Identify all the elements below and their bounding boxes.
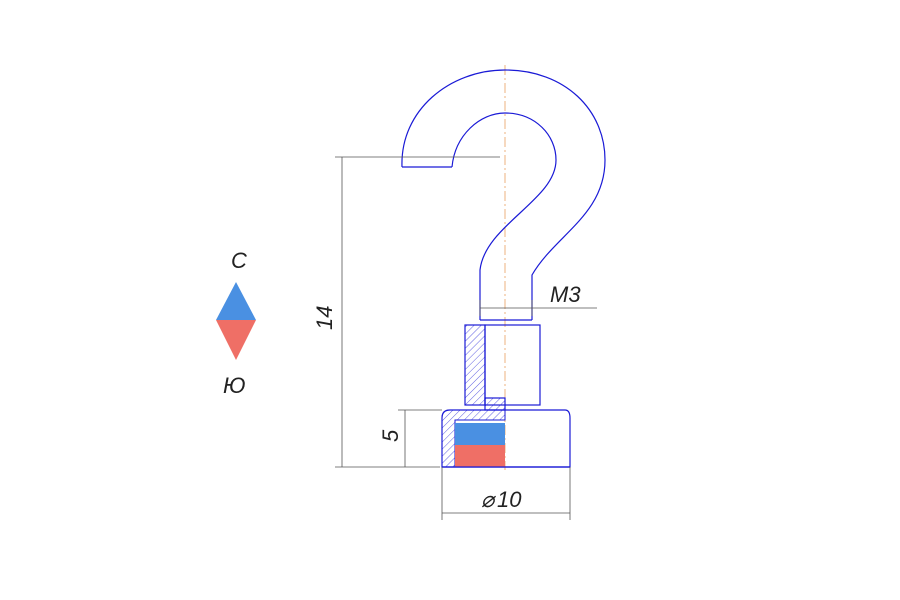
hook [401, 69, 606, 320]
north-pole-label: С [231, 248, 247, 273]
dimension-height-base [398, 409, 442, 467]
magnet-north-section [455, 423, 505, 445]
dimension-height-total [335, 156, 500, 468]
dimension-diameter [441, 467, 571, 520]
south-pole-triangle [216, 320, 256, 360]
south-pole-label: Ю [223, 373, 246, 398]
dimension-diameter-symbol: ⌀ [481, 487, 497, 512]
pole-legend: С Ю [216, 248, 256, 398]
north-pole-triangle [216, 282, 256, 320]
dimension-thread [479, 300, 597, 316]
dimension-diameter-label: 10 [497, 487, 522, 512]
dimension-height-total-label: 14 [312, 306, 337, 330]
magnet-cup [441, 397, 571, 468]
dimension-thread-label: M3 [550, 282, 581, 307]
dimension-height-base-label: 5 [378, 429, 403, 442]
magnet-south-section [455, 445, 505, 467]
collar [464, 319, 541, 411]
